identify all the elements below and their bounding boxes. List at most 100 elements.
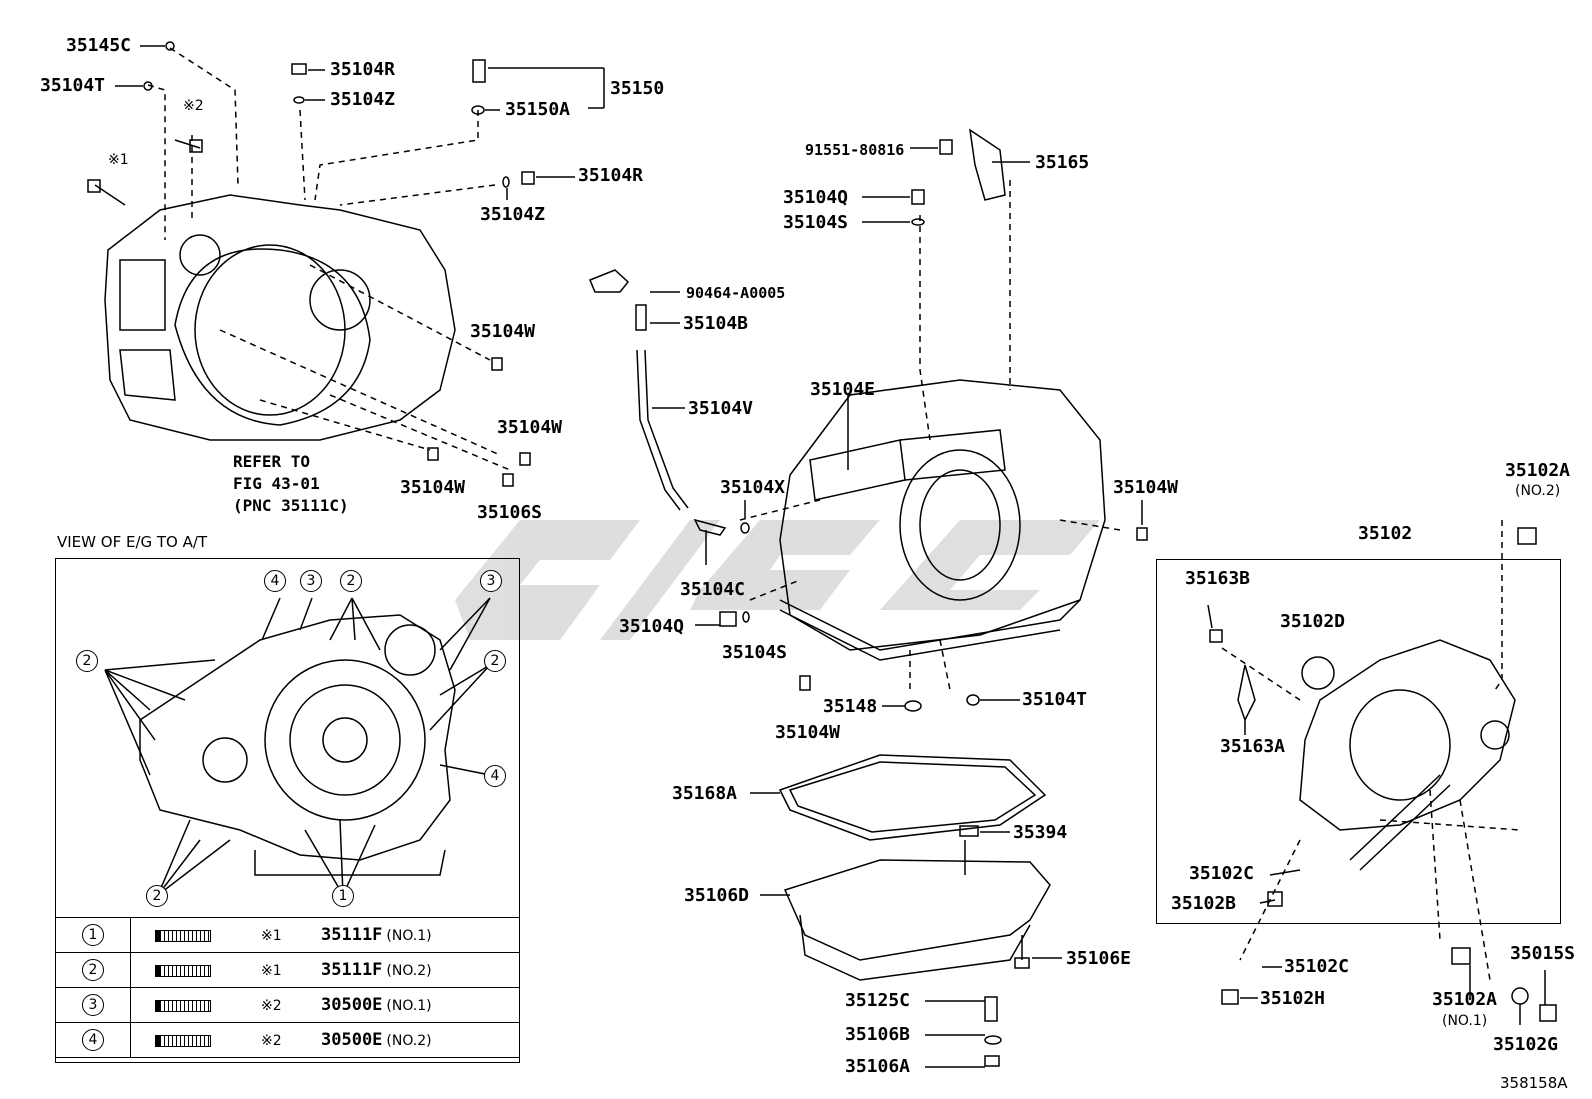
oil-pan-group <box>778 754 1051 1067</box>
transaxle-housing-center <box>779 379 1106 661</box>
part-label-35015S[interactable]: 35015S <box>1510 943 1576 964</box>
side-cover-right <box>1209 527 1557 1022</box>
guides-right <box>1221 520 1521 981</box>
refer-line-3: (PNC 35111C) <box>233 496 349 515</box>
part-label-35104C[interactable]: 35104C <box>680 579 746 600</box>
part-label-35104R[interactable]: 35104R <box>330 59 396 80</box>
part-label-35104Q-b[interactable]: 35104Q <box>619 616 685 637</box>
part-label-90464-A0005[interactable]: 90464-A0005 <box>686 284 786 302</box>
legend-part[interactable]: 35111F <box>321 960 383 980</box>
refer-line-1: REFER TO <box>233 452 311 471</box>
figure-id: 358158A <box>1500 1074 1568 1092</box>
part-label-35104W-a[interactable]: 35104W <box>470 321 536 342</box>
leaders-right <box>1207 604 1546 1025</box>
part-label-35125C[interactable]: 35125C <box>845 990 911 1011</box>
side-cover-assembly-box <box>1156 559 1561 924</box>
small-parts-left-top <box>87 41 535 487</box>
part-label-35104S[interactable]: 35104S <box>783 212 849 233</box>
part-label-35104W-e[interactable]: 35104W <box>775 722 841 743</box>
legend-mark: ※1 <box>261 928 282 944</box>
part-label-35104T[interactable]: 35104T <box>40 75 106 96</box>
bolt-icon <box>155 1000 211 1012</box>
part-label-35168A[interactable]: 35168A <box>672 783 738 804</box>
part-label-35106S[interactable]: 35106S <box>477 502 543 523</box>
part-label-35106E[interactable]: 35106E <box>1066 948 1132 969</box>
mark-1-label: ※1 <box>108 152 129 168</box>
bolt-icon <box>155 930 211 942</box>
part-label-35104W-b[interactable]: 35104W <box>497 417 563 438</box>
bolt-icon <box>155 965 211 977</box>
part-label-35102C-b[interactable]: 35102C <box>1284 956 1350 977</box>
part-label-35104W-c[interactable]: 35104W <box>400 477 466 498</box>
part-label-35145C[interactable]: 35145C <box>66 35 132 56</box>
callout-1-bottom: 1 <box>332 885 354 907</box>
part-label-35106A[interactable]: 35106A <box>845 1056 911 1077</box>
legend-num: 4 <box>82 1029 104 1051</box>
part-label-35102G[interactable]: 35102G <box>1493 1034 1559 1055</box>
part-label-35102H[interactable]: 35102H <box>1260 988 1326 1009</box>
callout-2-right-a: 2 <box>484 650 506 672</box>
part-note-no1: (NO.1) <box>1442 1013 1488 1029</box>
legend-part[interactable]: 35111F <box>321 925 383 945</box>
part-label-35163A[interactable]: 35163A <box>1220 736 1286 757</box>
legend-part[interactable]: 30500E <box>321 995 383 1015</box>
callout-2-left: 2 <box>76 650 98 672</box>
legend-note: (NO.2) <box>386 963 432 979</box>
part-label-35102C[interactable]: 35102C <box>1189 863 1255 884</box>
callout-2-bottom: 2 <box>146 885 168 907</box>
part-label-35104Q[interactable]: 35104Q <box>783 187 849 208</box>
inset-leaders <box>104 597 491 896</box>
part-label-35104X[interactable]: 35104X <box>720 477 786 498</box>
legend-note: (NO.1) <box>386 998 432 1014</box>
leaders-left-top <box>115 45 605 200</box>
part-label-35163B[interactable]: 35163B <box>1185 568 1251 589</box>
part-label-35394[interactable]: 35394 <box>1013 822 1068 843</box>
callout-3-top: 3 <box>300 570 322 592</box>
part-label-35102A-bot[interactable]: 35102A <box>1432 989 1498 1010</box>
part-label-35104S-b[interactable]: 35104S <box>722 642 788 663</box>
part-label-35102B[interactable]: 35102B <box>1171 893 1237 914</box>
part-label-35150[interactable]: 35150 <box>610 78 665 99</box>
legend-num: 3 <box>82 994 104 1016</box>
breather-hose <box>589 269 727 536</box>
part-label-35104V[interactable]: 35104V <box>688 398 754 419</box>
callout-4-side: 4 <box>484 765 506 787</box>
part-label-35104R-b[interactable]: 35104R <box>578 165 644 186</box>
part-label-35148[interactable]: 35148 <box>823 696 878 717</box>
callout-3-right: 3 <box>480 570 502 592</box>
bolt-icon <box>155 1035 211 1047</box>
leaders-pan <box>750 792 1062 1068</box>
part-label-35150A[interactable]: 35150A <box>505 99 571 120</box>
part-label-35165[interactable]: 35165 <box>1035 152 1090 173</box>
part-note-no2: (NO.2) <box>1515 483 1561 499</box>
inset-frame <box>55 558 520 1063</box>
part-label-35106D[interactable]: 35106D <box>684 885 750 906</box>
legend-part[interactable]: 30500E <box>321 1030 383 1050</box>
part-label-35104B[interactable]: 35104B <box>683 313 749 334</box>
watermark-logo <box>455 520 1100 640</box>
part-label-35102[interactable]: 35102 <box>1358 523 1413 544</box>
legend-mark: ※2 <box>261 1033 282 1049</box>
legend-note: (NO.2) <box>386 1033 432 1049</box>
part-label-35104Z[interactable]: 35104Z <box>330 89 396 110</box>
callout-4-top: 4 <box>264 570 286 592</box>
part-label-35104Z-b[interactable]: 35104Z <box>480 204 546 225</box>
inset-engine-view <box>139 614 456 876</box>
leaders-center <box>650 147 1143 707</box>
legend-num: 1 <box>82 924 104 946</box>
refer-line-2: FIG 43-01 <box>233 474 320 493</box>
part-label-35104E[interactable]: 35104E <box>810 379 876 400</box>
part-label-35102D[interactable]: 35102D <box>1280 611 1346 632</box>
part-label-91551-80816[interactable]: 91551-80816 <box>805 141 905 159</box>
part-label-35102A-top[interactable]: 35102A <box>1505 460 1571 481</box>
inset-title: VIEW OF E/G TO A/T <box>57 533 208 551</box>
part-label-35106B[interactable]: 35106B <box>845 1024 911 1045</box>
part-label-35104W-d[interactable]: 35104W <box>1113 477 1179 498</box>
part-label-35104T-b[interactable]: 35104T <box>1022 689 1088 710</box>
mark-2-label: ※2 <box>183 98 204 114</box>
legend-num: 2 <box>82 959 104 981</box>
